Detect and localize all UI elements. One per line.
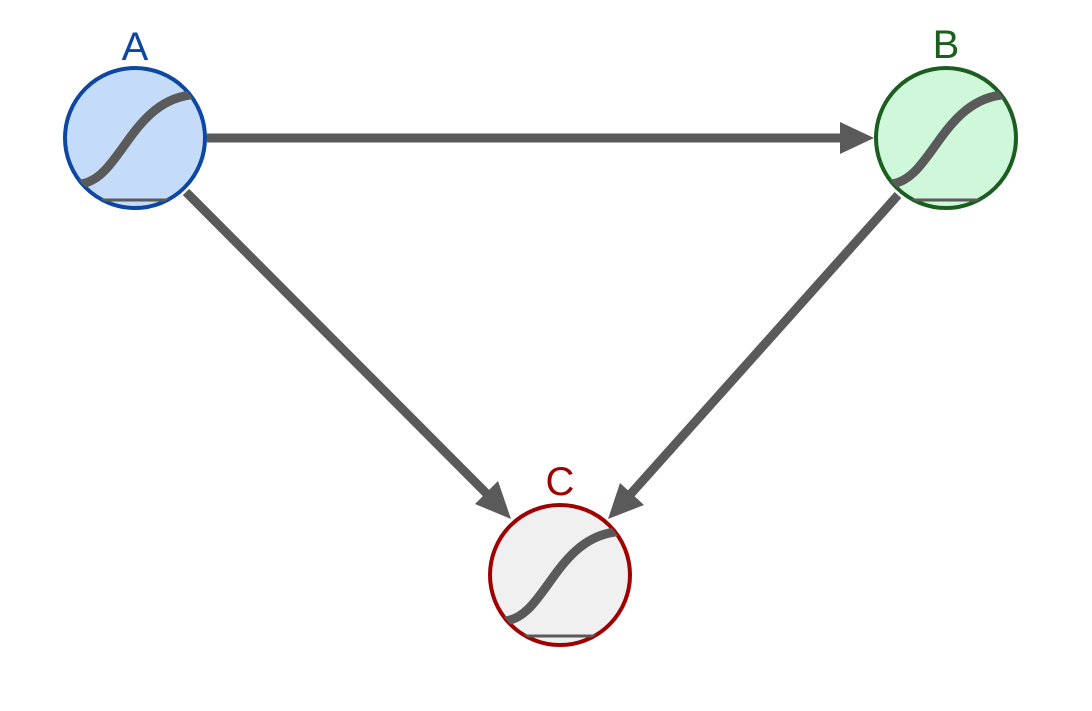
node-a[interactable]: A <box>63 25 207 210</box>
node-c[interactable]: C <box>488 460 632 647</box>
node-a-label: A <box>122 25 149 69</box>
edge-a-to-c <box>182 188 511 519</box>
sigmoid-icon <box>75 90 195 202</box>
edge-a-to-b <box>207 122 874 154</box>
sigmoid-icon <box>500 527 620 638</box>
sigmoid-icon <box>886 90 1006 202</box>
edge-b-to-c <box>608 192 902 519</box>
node-b[interactable]: B <box>874 23 1018 210</box>
node-c-label: C <box>546 460 575 504</box>
edges <box>182 122 902 519</box>
node-b-label: B <box>933 23 960 67</box>
